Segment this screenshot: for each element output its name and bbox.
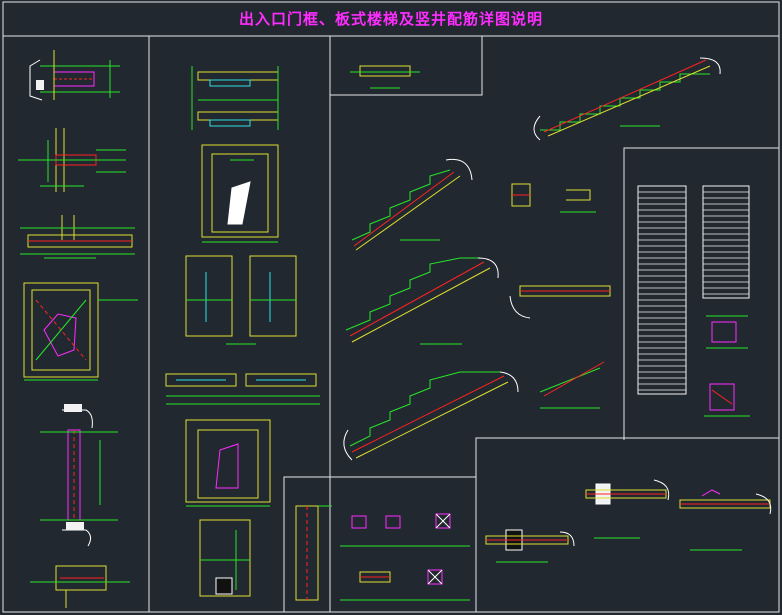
door-head-sections — [191, 66, 279, 130]
small-beam-detail — [350, 65, 420, 89]
door-jamb-sections — [185, 255, 297, 345]
column-reinforcement-detail — [40, 404, 118, 547]
door-opening-elevation — [23, 282, 138, 381]
door-frame-detail-1 — [29, 50, 120, 101]
door-elevation-2 — [185, 419, 271, 507]
stair-flight-1 — [533, 57, 721, 141]
footing-detail — [30, 565, 130, 608]
door-sill-sections — [165, 373, 320, 405]
drawing-title: 出入口门框、板式楼梯及竖井配筋详图说明 — [238, 10, 543, 28]
well-wall-sections — [295, 505, 470, 601]
shaft-grid-2 — [702, 185, 750, 299]
stair-flight-4 — [343, 371, 519, 461]
stair-flight-2 — [351, 158, 473, 251]
door-frame-detail-3 — [20, 215, 135, 259]
shaft-grid-lines — [638, 191, 749, 391]
shaft-grid-1 — [637, 185, 687, 395]
door-frame-detail-2 — [18, 128, 126, 192]
stair-landing-details — [509, 183, 611, 409]
door-base-section — [199, 519, 251, 597]
stair-flight-3 — [345, 257, 499, 345]
beam-connection-details — [485, 479, 772, 563]
door-elevation-1 — [201, 144, 279, 243]
shaft-wall-details — [704, 315, 750, 417]
